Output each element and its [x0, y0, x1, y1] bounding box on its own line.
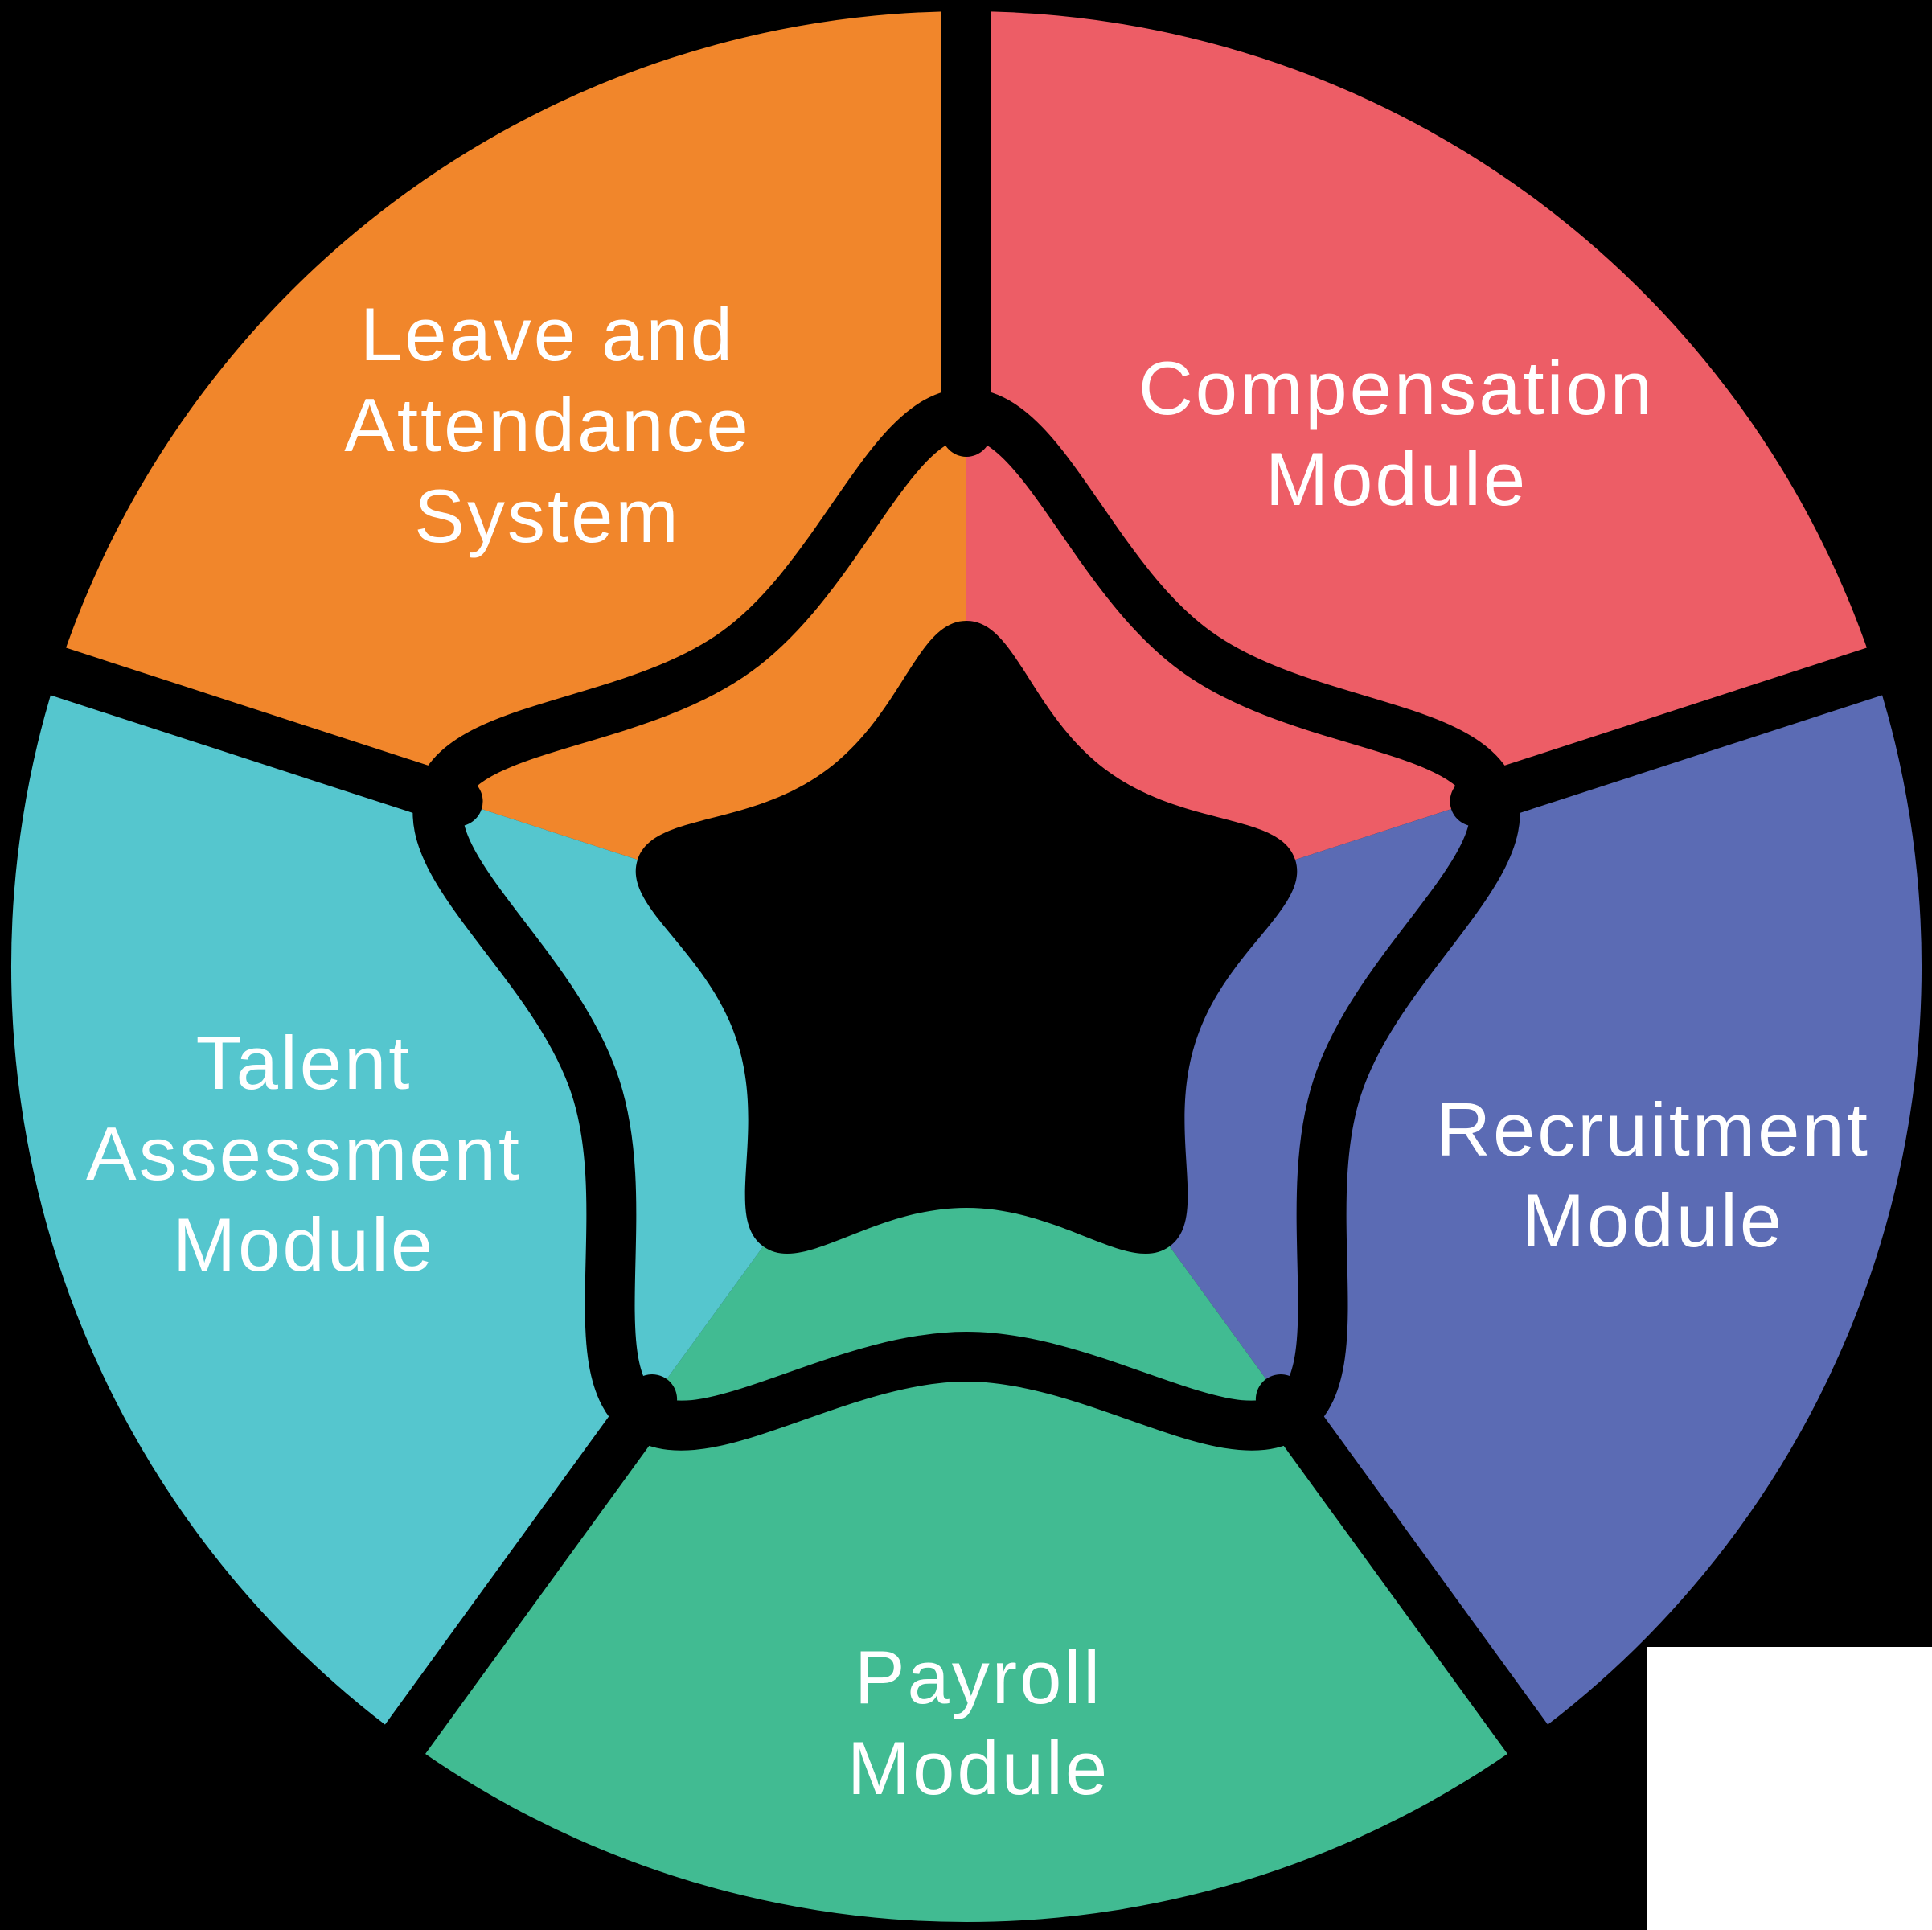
label-line: Assessment [86, 1111, 522, 1196]
label-line: Leave and [360, 292, 735, 376]
segment-divider-lines [12, 0, 1921, 1782]
corner-white-patch [1647, 1647, 1932, 1930]
label-line: Recruitment [1436, 1087, 1870, 1172]
label-line: Talent [196, 1020, 412, 1105]
label-line: System [414, 474, 680, 558]
star-outline [412, 388, 1520, 1451]
center-star-icon [635, 621, 1298, 1254]
label-line: Payroll [855, 1635, 1102, 1719]
segment-label-payroll: Payroll Module [847, 1635, 1110, 1810]
label-line: Attendance [344, 383, 751, 467]
label-line: Module [1522, 1178, 1784, 1263]
label-line: Module [173, 1202, 435, 1287]
segment-labels: Leave and Attendance System Compensation… [86, 292, 1870, 1810]
segment-label-leave-attendance: Leave and Attendance System [344, 292, 751, 558]
segment-label-compensation: Compensation Module [1138, 346, 1655, 521]
segment-label-talent-assessment: Talent Assessment Module [86, 1020, 522, 1287]
label-line: Module [847, 1726, 1110, 1810]
segment-label-recruitment: Recruitment Module [1436, 1087, 1870, 1263]
label-line: Compensation [1138, 346, 1655, 430]
label-line: Module [1265, 437, 1528, 521]
segment-payroll [404, 967, 1528, 1922]
